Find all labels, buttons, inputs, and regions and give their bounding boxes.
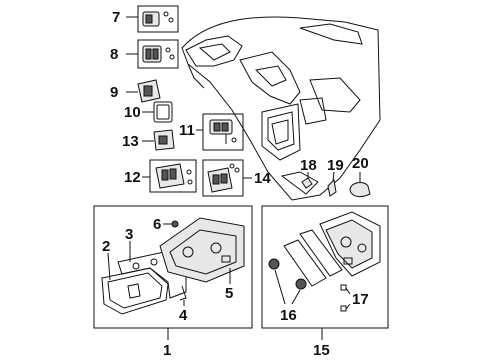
part-20-knob <box>349 172 371 198</box>
callout-17: 17 <box>352 291 369 308</box>
dashboard-panel <box>181 16 381 201</box>
callout-11: 11 <box>179 122 195 139</box>
part-18-bulb <box>301 172 313 189</box>
callout-16: 16 <box>280 307 297 324</box>
callout-20: 20 <box>352 155 369 172</box>
callout-19: 19 <box>327 157 344 174</box>
part-15-control-assembly <box>283 211 381 287</box>
callout-6: 6 <box>153 216 161 233</box>
callout-7: 7 <box>112 9 120 26</box>
instrument-cluster-box <box>93 205 253 329</box>
callout-2: 2 <box>102 238 110 255</box>
callout-9: 9 <box>110 84 118 101</box>
callout-1: 1 <box>163 342 171 359</box>
callout-15: 15 <box>313 342 330 359</box>
callout-18: 18 <box>300 157 317 174</box>
callout-3: 3 <box>125 226 133 243</box>
part-4-gauge-needle <box>179 285 187 306</box>
part-13-switch <box>142 129 175 151</box>
part-8-switch-assembly <box>126 39 179 69</box>
callout-10: 10 <box>124 104 141 121</box>
part-11-switch-assembly <box>196 113 244 151</box>
climate-control-box <box>261 205 389 329</box>
part-17-fasteners <box>340 284 351 312</box>
part-7-switch <box>126 5 179 33</box>
part-5-circuit-board <box>159 217 245 284</box>
part-2-cluster-lens <box>101 252 169 315</box>
part-16-bulbs <box>268 258 307 305</box>
part-14-switch-assembly <box>202 159 252 197</box>
callout-12: 12 <box>124 169 141 186</box>
part-9-switch <box>126 79 161 103</box>
part-19-clip <box>327 171 337 197</box>
part-12-switch-assembly <box>142 159 197 193</box>
callout-13: 13 <box>122 133 139 150</box>
callout-5: 5 <box>225 285 233 302</box>
callout-8: 8 <box>110 46 118 63</box>
callout-14: 14 <box>254 170 271 187</box>
part-6-screw <box>163 220 179 228</box>
part-10-bezel <box>142 101 173 123</box>
callout-4: 4 <box>179 307 188 324</box>
